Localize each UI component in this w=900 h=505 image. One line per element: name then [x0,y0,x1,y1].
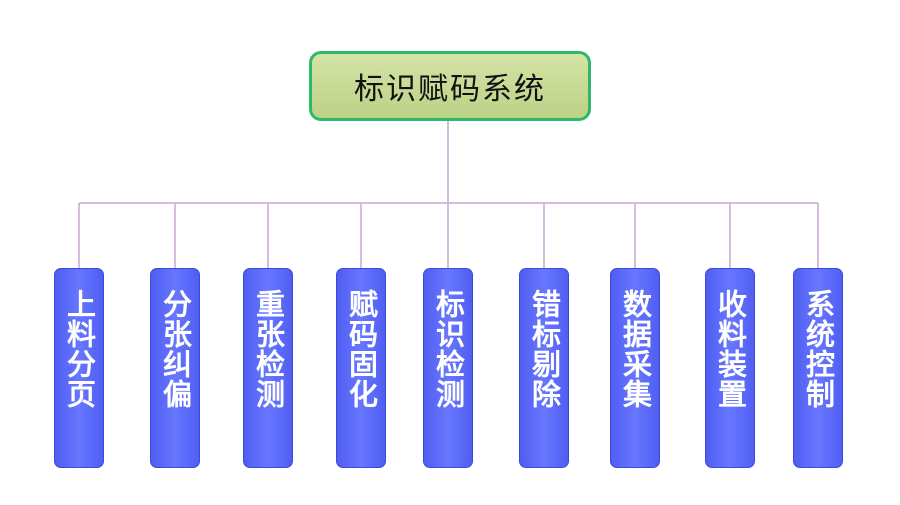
child-node-label: 数据采集 [618,289,653,409]
child-node-label: 收料装置 [713,289,748,409]
child-node-label: 重张检测 [251,289,286,409]
child-node-1: 上料分页 [54,268,104,468]
child-node-label: 标识检测 [431,289,466,409]
child-node-9: 系统控制 [793,268,843,468]
child-node-label: 错标剔除 [527,289,562,409]
child-node-label: 系统控制 [801,289,836,409]
child-node-6: 错标剔除 [519,268,569,468]
root-node-label: 标识赋码系统 [354,72,546,107]
child-node-4: 赋码固化 [336,268,386,468]
child-node-8: 收料装置 [705,268,755,468]
root-node: 标识赋码系统 [309,51,591,121]
child-node-label: 分张纠偏 [158,289,193,409]
child-node-7: 数据采集 [610,268,660,468]
child-node-label: 上料分页 [62,289,97,409]
child-drop-lines [78,203,819,268]
child-node-5: 标识检测 [423,268,473,468]
child-node-3: 重张检测 [243,268,293,468]
child-node-2: 分张纠偏 [150,268,200,468]
child-node-label: 赋码固化 [344,289,379,409]
